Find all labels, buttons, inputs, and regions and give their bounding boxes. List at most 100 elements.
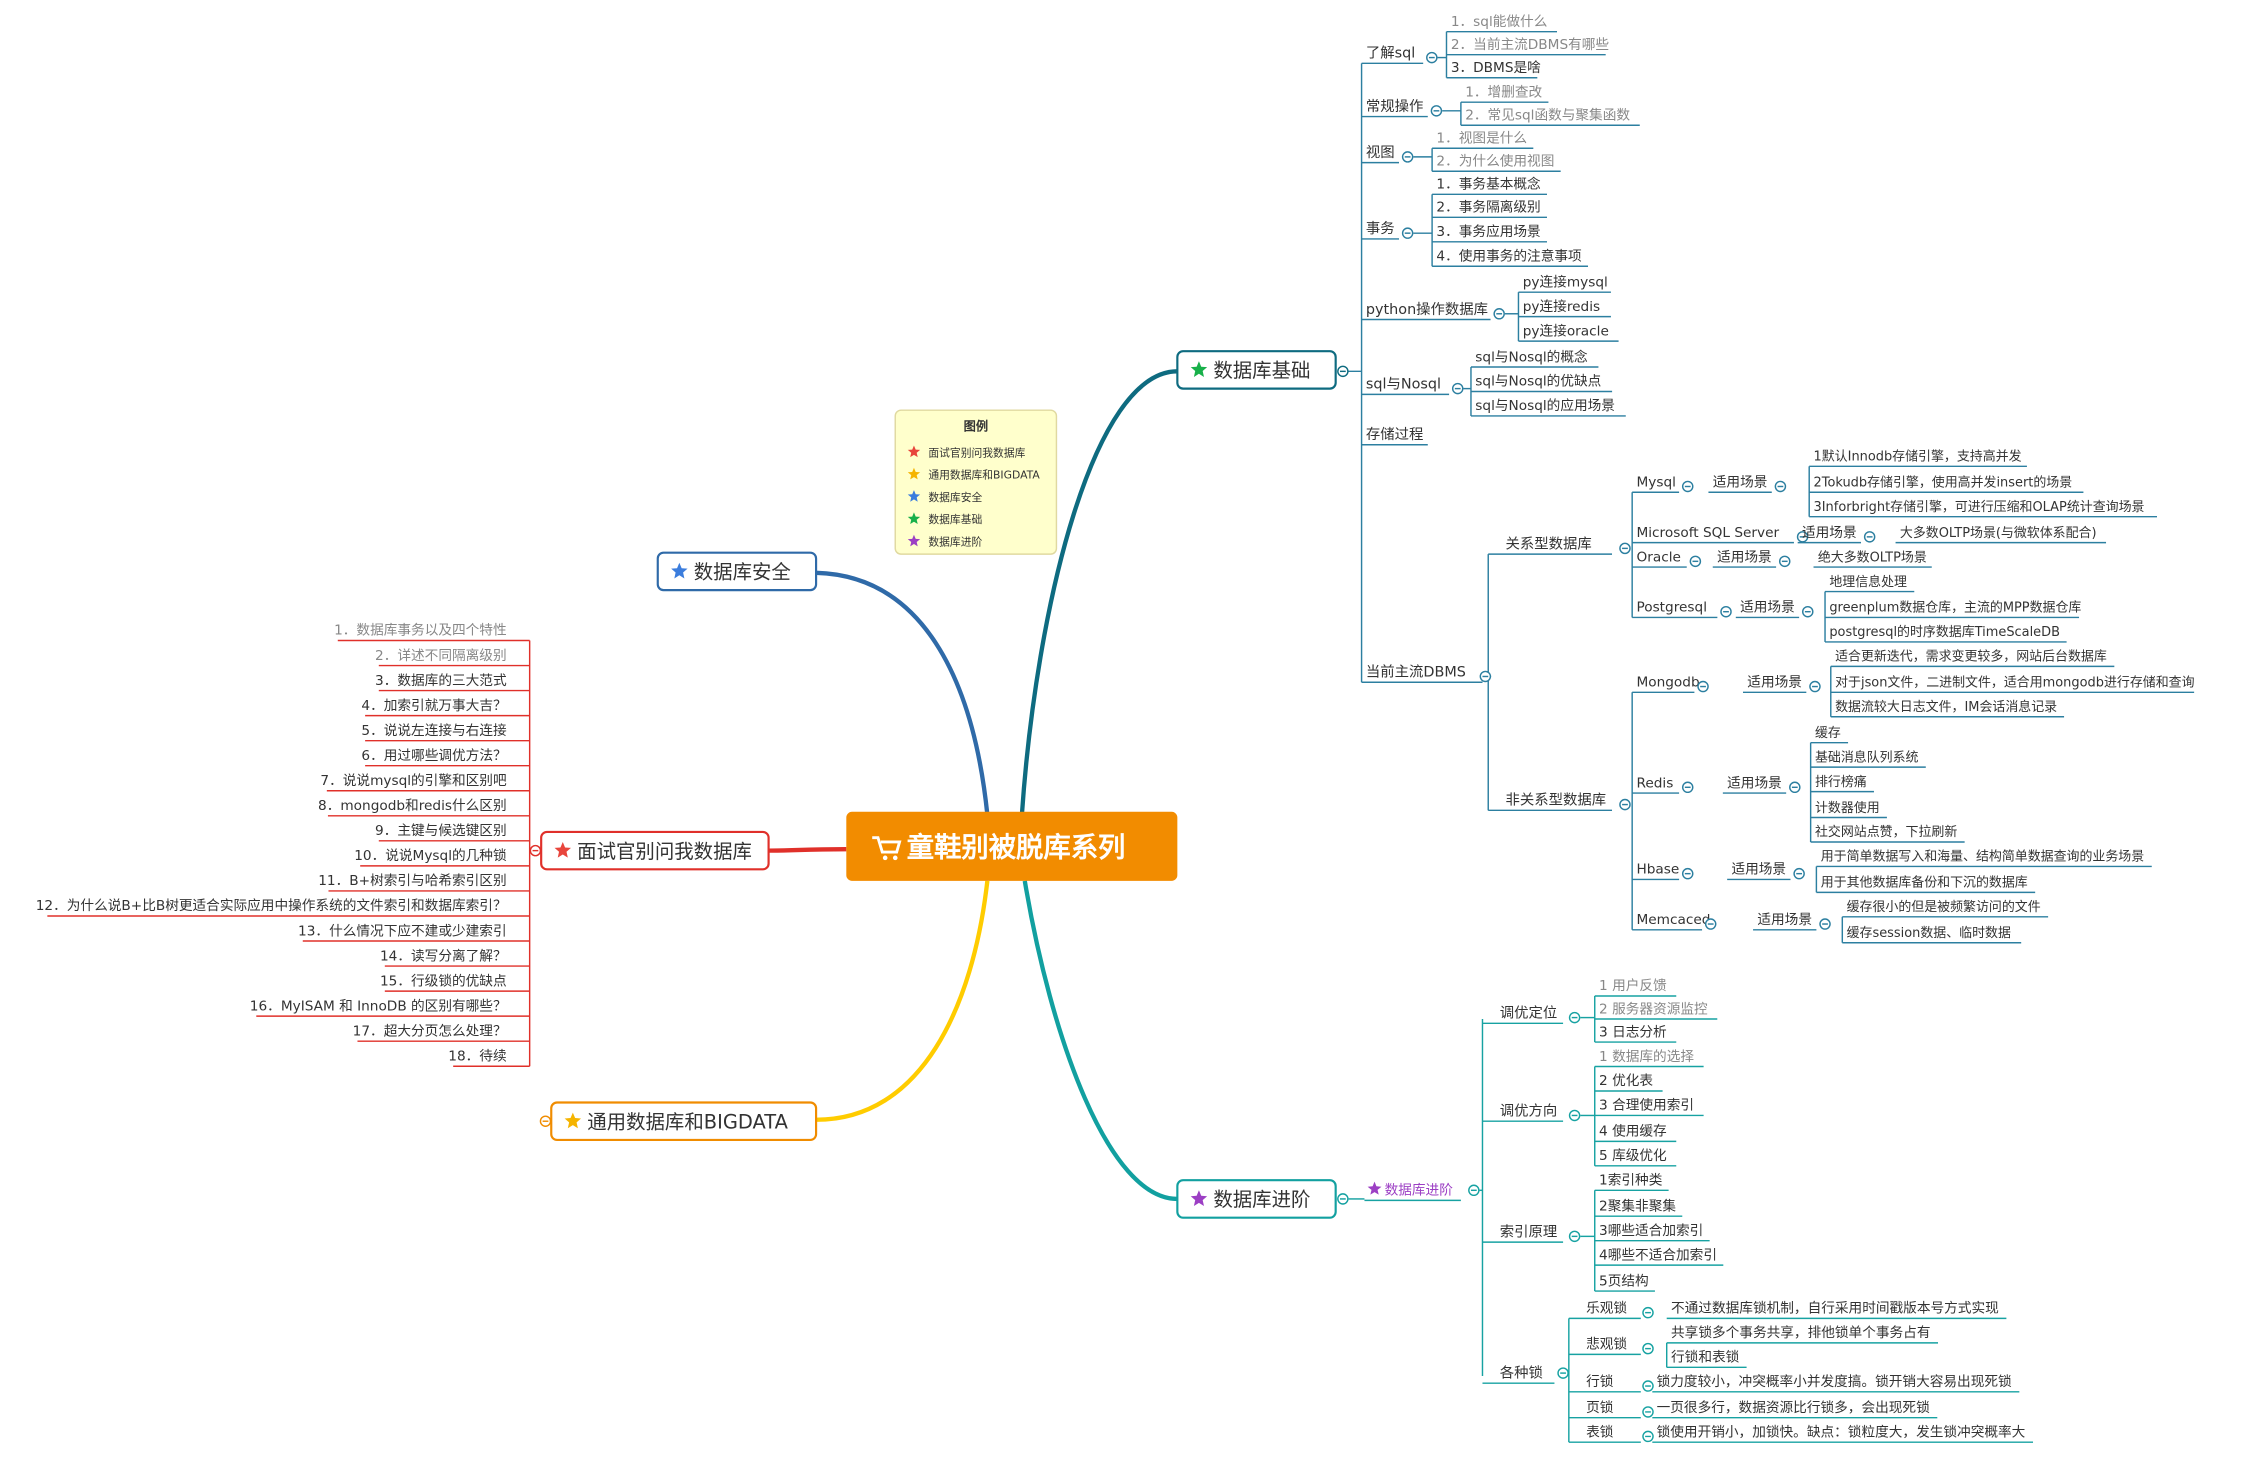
scene-node[interactable]: 适用场景 [1740, 600, 1795, 616]
collapse-toggle[interactable] [1642, 1380, 1654, 1392]
tree-node[interactable]: sql与Nosql的应用场景 [1475, 397, 1615, 414]
topic-node[interactable]: 调优定位 [1500, 1005, 1558, 1022]
legend-item[interactable]: 数据库基础 [928, 513, 982, 526]
tree-node[interactable]: 共享锁多个事务共享，排他锁单个事务占有 [1671, 1324, 1930, 1341]
tree-node[interactable]: 3 日志分析 [1599, 1024, 1667, 1040]
topic-node[interactable]: python操作数据库 [1366, 301, 1488, 318]
collapse-toggle[interactable] [1697, 680, 1709, 693]
topic-node[interactable]: 视图 [1366, 144, 1395, 161]
tree-node[interactable]: sql与Nosql的概念 [1475, 348, 1588, 365]
tree-node[interactable]: 3Inforbright存储引擎，可进行压缩和OLAP统计查询场景 [1814, 499, 2145, 515]
question-item[interactable]: 7．说说mysql的引擎和区别吧 [320, 773, 507, 789]
collapse-toggle[interactable] [1337, 1193, 1349, 1205]
topic-node[interactable]: 各种锁 [1500, 1364, 1543, 1381]
legend-item[interactable]: 数据库进阶 [928, 535, 982, 548]
branch-basics-label[interactable]: 数据库基础 [1213, 359, 1310, 382]
collapse-toggle[interactable] [1430, 105, 1443, 117]
collapse-toggle[interactable] [1704, 918, 1717, 930]
question-item[interactable]: 15．行级锁的优缺点 [380, 973, 507, 989]
group-node[interactable]: 非关系型数据库 [1506, 792, 1607, 809]
tree-node[interactable]: 锁使用开销小，加锁快。缺点：锁粒度大，发生锁冲突概率大 [1657, 1423, 2026, 1440]
tree-node[interactable]: 2Tokudb存储引擎，使用高并发insert的场景 [1814, 474, 2073, 490]
branch-interview-label[interactable]: 面试官别问我数据库 [577, 840, 752, 863]
collapse-toggle[interactable] [1689, 555, 1702, 568]
collapse-toggle[interactable] [1819, 918, 1831, 930]
question-item[interactable]: 18．待续 [448, 1048, 507, 1064]
tree-node[interactable]: 4哪些不适合加索引 [1599, 1247, 1717, 1263]
topic-node[interactable]: 索引原理 [1500, 1223, 1558, 1240]
collapse-toggle[interactable] [1642, 1430, 1654, 1443]
scene-node[interactable]: 适用场景 [1717, 549, 1772, 565]
question-item[interactable]: 12．为什么说B+比B树更适合实际应用中操作系统的文件索引和数据库索引？ [36, 897, 507, 914]
tree-node[interactable]: 1索引种类 [1599, 1173, 1663, 1189]
tree-node[interactable]: 2．事务隔离级别 [1436, 199, 1540, 216]
tree-node[interactable]: 地理信息处理 [1829, 574, 1907, 590]
tree-node[interactable]: 2 服务器资源监控 [1599, 1001, 1708, 1017]
tree-node[interactable]: 社交网站点赞，下拉刷新 [1815, 824, 1957, 840]
tree-node[interactable]: 5页结构 [1599, 1273, 1649, 1289]
collapse-toggle[interactable] [1681, 867, 1694, 880]
branch-bigdata-label[interactable]: 通用数据库和BIGDATA [587, 1110, 788, 1133]
question-item[interactable]: 10．说说Mysql的几种锁 [354, 848, 507, 864]
collapse-toggle[interactable] [1802, 605, 1814, 618]
collapse-toggle[interactable] [1568, 1109, 1581, 1122]
tree-node[interactable]: 锁力度较小，冲突概率小并发度搞。锁开销大容易出现死锁 [1657, 1373, 2012, 1390]
scene-node[interactable]: 适用场景 [1747, 675, 1802, 691]
lock-node[interactable]: 行锁 [1586, 1374, 1614, 1390]
lock-node[interactable]: 乐观锁 [1586, 1301, 1627, 1317]
tree-node[interactable]: 大多数OLTP场景(与微软体系配合) [1900, 526, 2097, 541]
collapse-toggle[interactable] [1401, 227, 1414, 239]
question-item[interactable]: 6．用过哪些调优方法？ [361, 748, 506, 764]
db-node[interactable]: Mongodb [1636, 675, 1699, 691]
tree-node[interactable]: 2．常见sql函数与聚集函数 [1465, 107, 1630, 123]
question-item[interactable]: 4．加索引就万事大吉？ [361, 698, 506, 714]
tree-node[interactable]: 用于简单数据写入和海量、结构简单数据查询的业务场景 [1821, 849, 2145, 865]
branch-basics[interactable] [1176, 350, 1337, 390]
db-node[interactable]: Hbase [1636, 862, 1679, 878]
legend-item[interactable]: 通用数据库和BIGDATA [928, 469, 1040, 482]
tree-node[interactable]: 3．DBMS是啥 [1451, 60, 1541, 76]
tree-node[interactable]: 1．视图是什么 [1436, 130, 1527, 146]
tree-node[interactable]: 4．使用事务的注意事项 [1436, 248, 1582, 265]
collapse-toggle[interactable] [1720, 605, 1732, 618]
root-node[interactable] [846, 811, 1178, 881]
branch-security-label[interactable]: 数据库安全 [694, 561, 791, 584]
tree-node[interactable]: 缓存session数据、临时数据 [1847, 926, 2011, 941]
collapse-toggle[interactable] [1774, 480, 1787, 493]
topic-node[interactable]: 调优方向 [1500, 1102, 1558, 1119]
tree-node[interactable]: 1．sql能做什么 [1451, 14, 1548, 30]
group-node[interactable]: 关系型数据库 [1506, 535, 1592, 552]
tree-node[interactable]: py连接oracle [1523, 322, 1609, 339]
tree-node[interactable]: 适合更新迭代，需求变更较多，网站后台数据库 [1835, 649, 2107, 665]
collapse-toggle[interactable] [539, 1115, 552, 1127]
topic-node[interactable]: sql与Nosql [1366, 376, 1441, 393]
question-item[interactable]: 16．MyISAM 和 InnoDB 的区别有哪些？ [250, 998, 507, 1014]
tree-node[interactable]: 1．事务基本概念 [1436, 176, 1541, 193]
sub-branch-label[interactable]: 数据库进阶 [1385, 1183, 1454, 1199]
collapse-toggle[interactable] [1619, 542, 1631, 555]
tree-node[interactable]: 2．当前主流DBMS有哪些 [1451, 36, 1610, 53]
tree-node[interactable]: 3哪些适合加索引 [1599, 1223, 1703, 1239]
tree-node[interactable]: 一页很多行，数据资源比行锁多，会出现死锁 [1657, 1399, 1930, 1416]
question-item[interactable]: 11．B+树索引与哈希索引区别 [318, 873, 506, 889]
tree-node[interactable]: 5 库级优化 [1599, 1148, 1667, 1164]
question-item[interactable]: 3．数据库的三大范式 [375, 673, 507, 689]
lock-node[interactable]: 悲观锁 [1586, 1336, 1627, 1353]
collapse-toggle[interactable] [1479, 670, 1492, 683]
tree-node[interactable]: 缓存 [1815, 726, 1841, 741]
question-item[interactable]: 13．什么情况下应不建或少建索引 [298, 922, 507, 939]
collapse-toggle[interactable] [1568, 1011, 1581, 1024]
collapse-toggle[interactable] [1426, 51, 1438, 64]
collapse-toggle[interactable] [1793, 867, 1805, 880]
topic-node[interactable]: 事务 [1366, 220, 1395, 237]
tree-node[interactable]: 1 用户反馈 [1599, 977, 1667, 994]
scene-node[interactable]: 适用场景 [1727, 775, 1782, 791]
collapse-toggle[interactable] [1493, 308, 1505, 320]
tree-node[interactable]: 数据流较大日志文件，IM会话消息记录 [1835, 699, 2057, 715]
tree-node[interactable]: 缓存很小的但是被频繁访问的文件 [1847, 899, 2041, 915]
topic-node[interactable]: 了解sql [1366, 45, 1415, 62]
topic-node[interactable]: 常规操作 [1366, 98, 1424, 115]
tree-node[interactable]: 用于其他数据库备份和下沉的数据库 [1821, 875, 2028, 891]
legend-item[interactable]: 数据库安全 [928, 491, 982, 504]
collapse-toggle[interactable] [1681, 480, 1694, 493]
